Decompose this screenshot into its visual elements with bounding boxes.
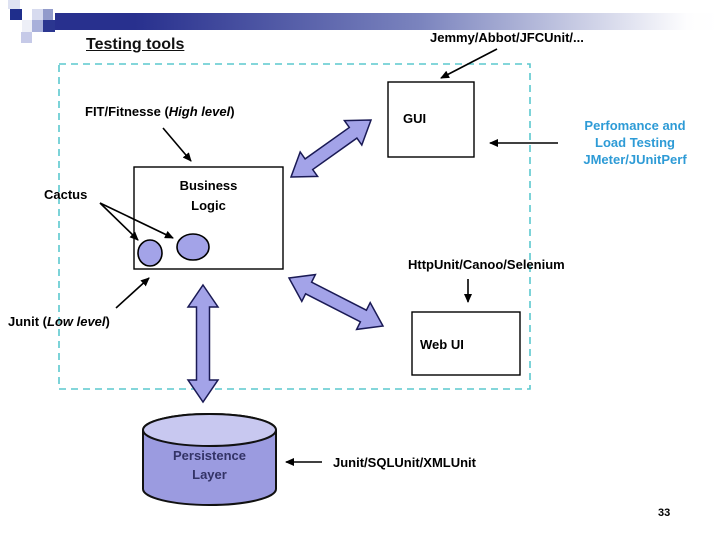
arrow-jemmy-to-gui	[440, 48, 498, 79]
dashed-boundary-box	[58, 63, 531, 390]
deco-square	[21, 32, 32, 43]
fit-prefix: FIT/Fitnesse (	[85, 104, 169, 119]
junit-low-level: Low level	[47, 314, 106, 329]
arrow-junit-to-business-logic	[115, 277, 150, 309]
deco-square	[10, 9, 22, 20]
deco-square	[43, 9, 53, 20]
fit-suffix: )	[230, 104, 235, 119]
label-junit-sqlunit-xmlunit: Junit/SQLUnit/XMLUnit	[333, 455, 476, 470]
business-logic-ellipse-large	[176, 233, 210, 261]
label-jemmy-abbot-jfcunit: Jemmy/Abbot/JFCUnit/...	[430, 30, 584, 45]
double-arrow-gui-businesslogic	[289, 119, 373, 178]
persistence-cylinder-top	[142, 413, 277, 447]
arrow-cactus-to-large-ellipse	[99, 202, 174, 239]
label-performance-load-testing: Perfomance and Load Testing JMeter/JUnit…	[583, 118, 687, 167]
deco-square	[22, 20, 32, 32]
deco-square	[32, 20, 43, 32]
deco-square	[43, 20, 55, 32]
junit-suffix: )	[105, 314, 110, 329]
deco-square	[8, 0, 20, 9]
gui-box-label: GUI	[403, 111, 427, 126]
arrow-cactus-to-small-ellipse	[99, 202, 139, 241]
persistence-layer-label: Persistence Layer	[173, 448, 246, 482]
web-ui-box	[411, 311, 521, 376]
header-gradient-bar	[55, 13, 720, 30]
gui-box	[387, 81, 475, 158]
label-fit-fitnesse: FIT/Fitnesse (High level)	[85, 104, 235, 119]
double-arrow-businesslogic-webui	[287, 273, 385, 331]
business-logic-ellipse-small	[137, 239, 163, 267]
fit-high-level: High level	[168, 104, 231, 119]
arrow-fit-to-business-logic	[162, 127, 192, 162]
junit-prefix: Junit (	[8, 314, 47, 329]
label-junit-low-level: Junit (Low level)	[8, 314, 110, 329]
deco-square	[32, 9, 43, 20]
web-ui-box-label: Web UI	[420, 337, 464, 352]
label-cactus: Cactus	[44, 187, 88, 202]
business-logic-box-label: Business Logic	[179, 178, 238, 213]
double-arrow-businesslogic-persistence	[186, 283, 220, 404]
slide-title: Testing tools	[86, 36, 185, 53]
page-number: 33	[658, 507, 671, 519]
label-httpunit-canoo-selenium: HttpUnit/Canoo/Selenium	[408, 257, 565, 272]
